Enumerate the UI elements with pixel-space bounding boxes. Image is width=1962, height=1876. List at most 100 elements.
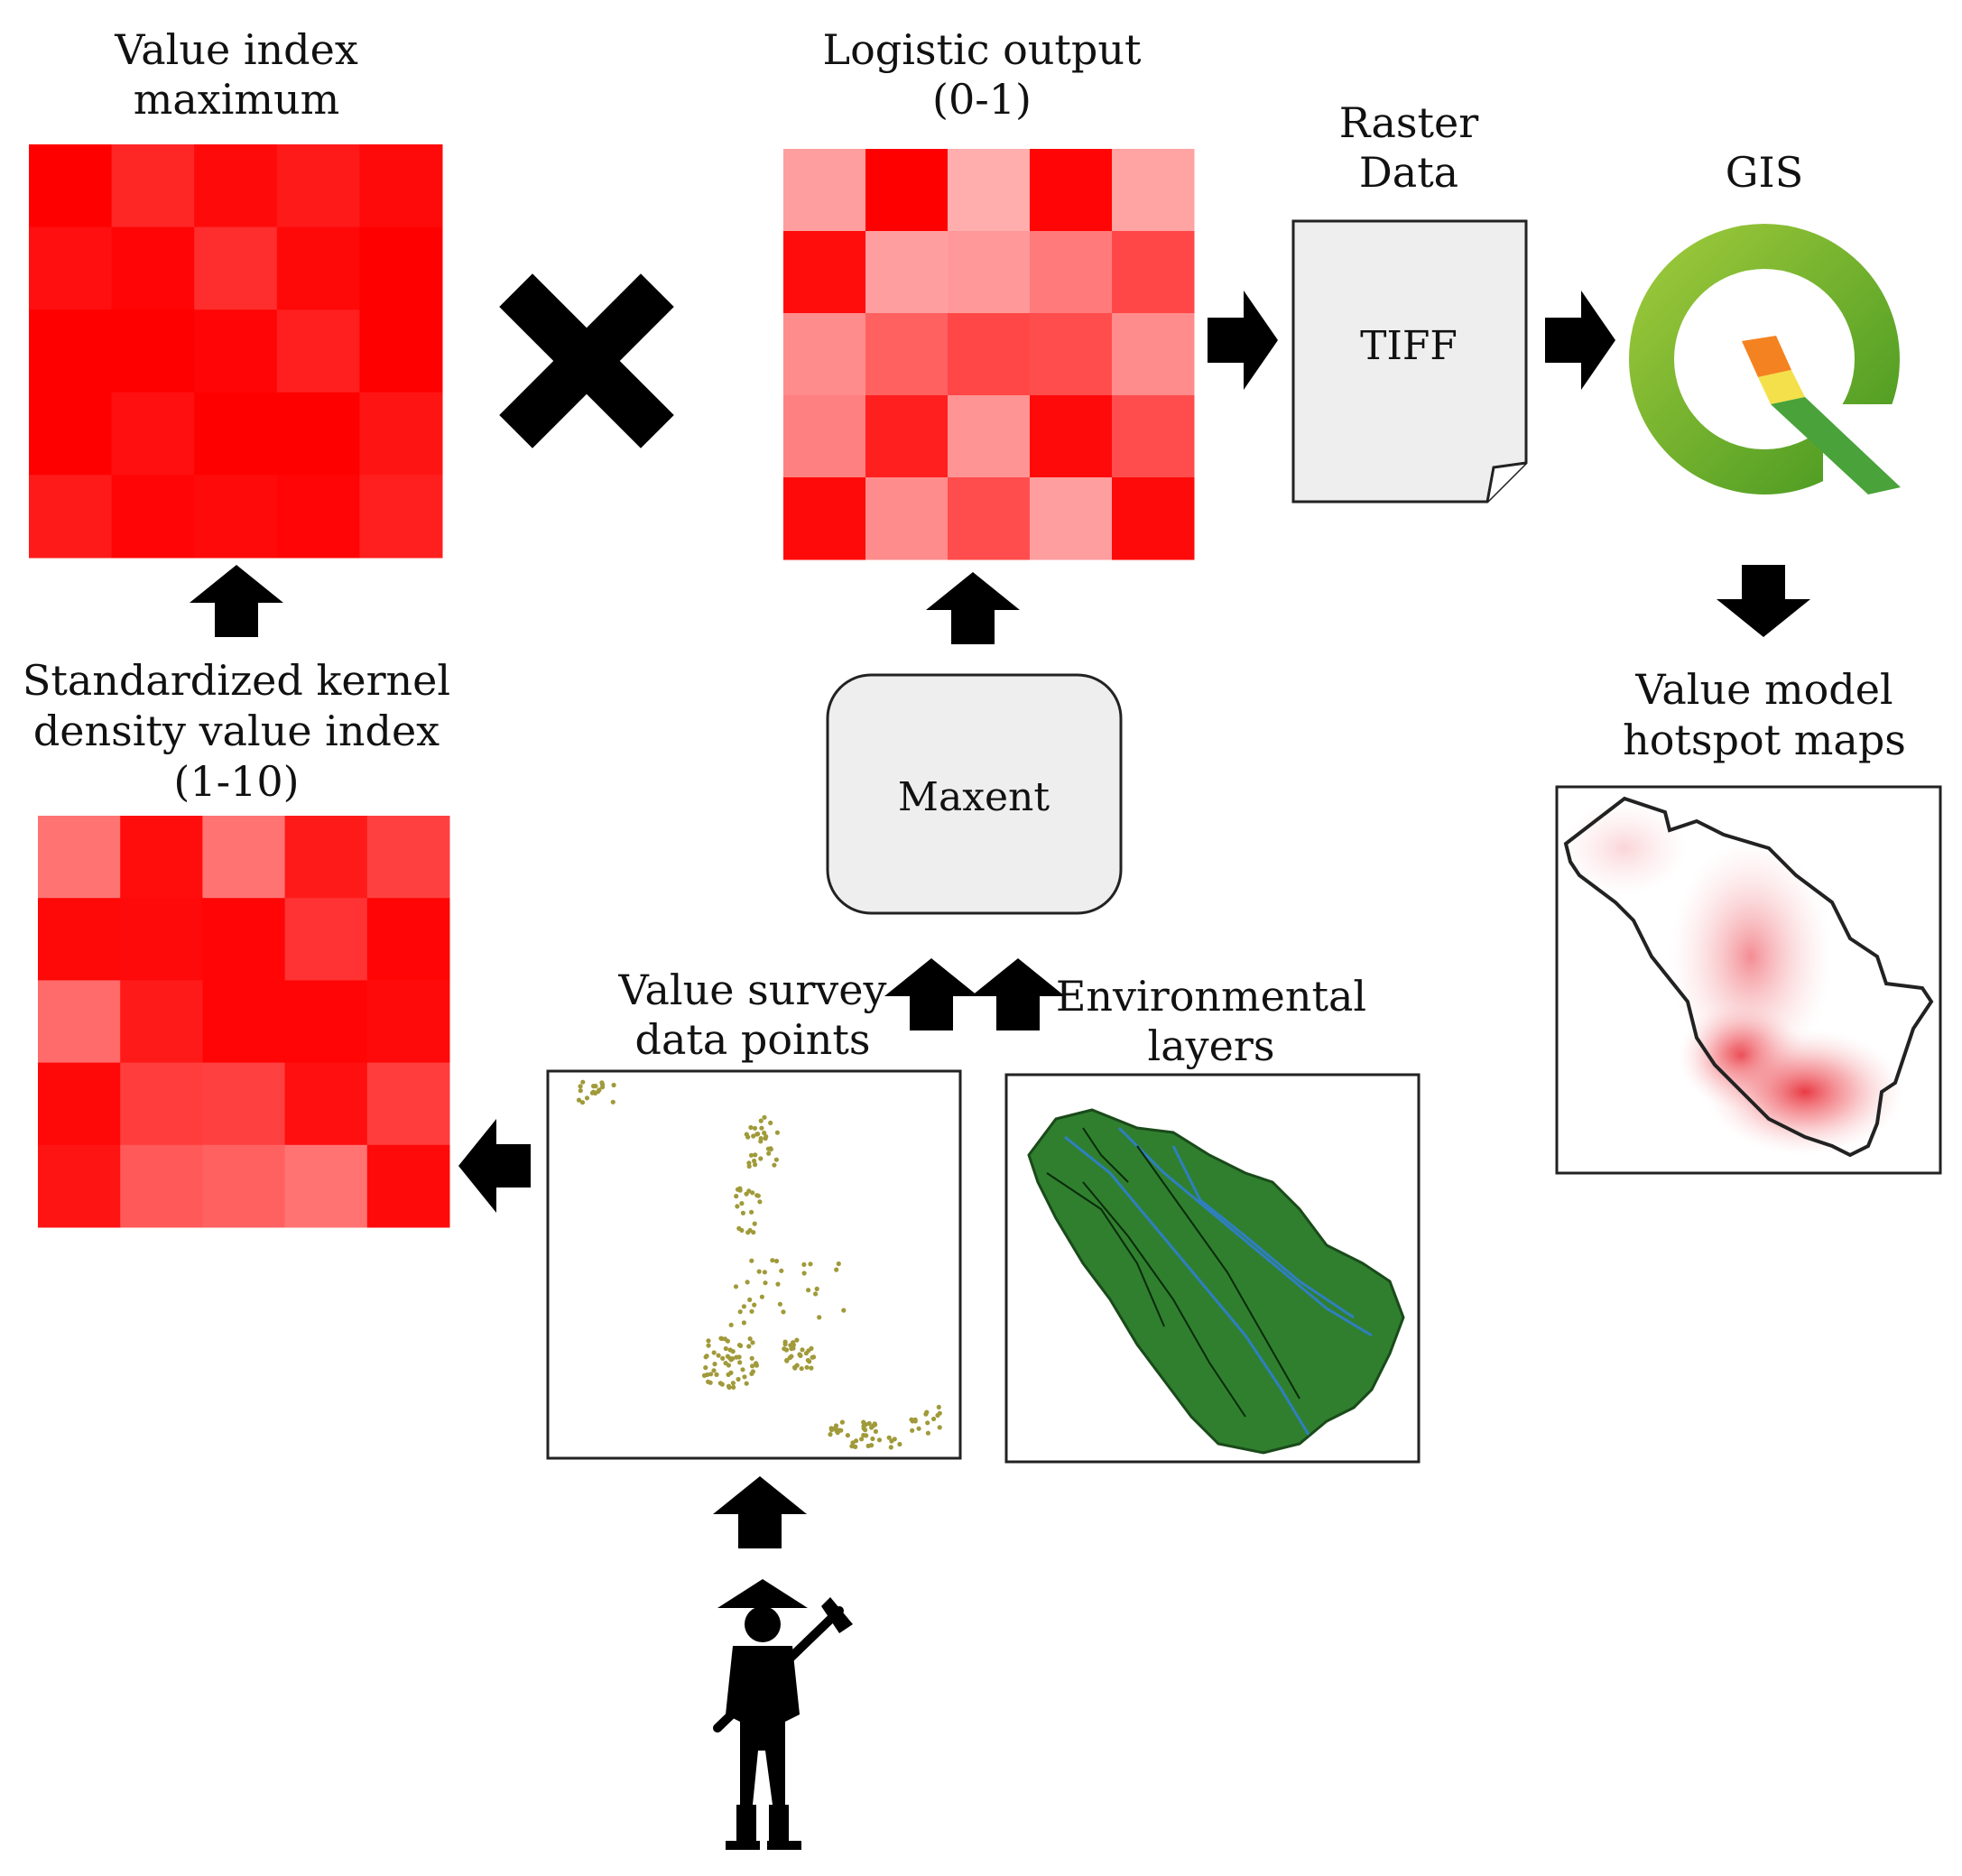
grid-cell [202, 898, 286, 981]
survey-point [752, 1302, 757, 1308]
survey-point [772, 1162, 777, 1168]
survey-point [768, 1120, 773, 1125]
grid-cell [1030, 231, 1113, 314]
survey-point [744, 1132, 749, 1137]
survey-point [839, 1419, 846, 1425]
grid-cell [865, 477, 949, 560]
survey-point [578, 1088, 583, 1094]
arrow-down-icon [1717, 565, 1810, 637]
multiply-icon [499, 273, 674, 448]
tiff-label: TIFF [1360, 323, 1458, 369]
survey-point [808, 1261, 813, 1267]
survey-point [876, 1437, 883, 1443]
survey-point [747, 1227, 753, 1234]
grid-cell [783, 395, 866, 478]
survey-point [759, 1294, 765, 1299]
grid-cell [948, 313, 1031, 396]
grid-cell [948, 231, 1031, 314]
survey-point [739, 1227, 745, 1234]
survey-point [925, 1420, 930, 1426]
survey-point [749, 1371, 754, 1376]
survey-point [870, 1436, 875, 1442]
grid-cell [366, 980, 450, 1064]
grid-cell [111, 226, 195, 310]
label-raster-data-1: Raster [1339, 98, 1478, 147]
survey-points [576, 1079, 942, 1450]
grid-cell [366, 816, 450, 899]
survey-point [737, 1186, 743, 1191]
grid-cell [865, 149, 949, 232]
grid-cell [284, 980, 368, 1064]
grid-cell [202, 816, 286, 899]
grid-cell [1030, 313, 1113, 396]
grid-cell [1030, 477, 1113, 560]
survey-point [730, 1349, 736, 1354]
survey-point [773, 1258, 780, 1264]
label-value-index-maximum-1: Value index [114, 25, 358, 74]
survey-point [753, 1162, 758, 1168]
survey-point [738, 1343, 744, 1348]
survey-point [789, 1354, 794, 1359]
grid-cell [1112, 477, 1195, 560]
survey-point [754, 1361, 759, 1366]
survey-point [835, 1430, 840, 1436]
survey-point [766, 1151, 772, 1156]
grid-cell [359, 392, 443, 476]
survey-point [716, 1353, 721, 1358]
survey-point [841, 1308, 847, 1313]
grid-cell [1030, 395, 1113, 478]
survey-point [756, 1269, 762, 1274]
grid-cell [366, 898, 450, 981]
grid-cell [783, 477, 866, 560]
survey-point [748, 1124, 754, 1131]
grid-cell [284, 898, 368, 981]
grid-cell [38, 816, 121, 899]
survey-point [861, 1426, 866, 1431]
grid-cell [359, 310, 443, 393]
survey-point [910, 1419, 915, 1424]
survey-point [779, 1268, 784, 1273]
survey-point [762, 1114, 767, 1120]
survey-point [728, 1357, 734, 1363]
label-value-index-maximum-2: maximum [134, 75, 340, 124]
survey-point [794, 1337, 800, 1343]
survey-point [706, 1343, 711, 1348]
survey-point [854, 1438, 859, 1444]
survey-point [777, 1301, 783, 1307]
survey-point [717, 1381, 723, 1386]
grid-cell [120, 898, 203, 981]
survey-point [746, 1344, 752, 1349]
survey-point [733, 1284, 739, 1289]
grid-cell [865, 313, 949, 396]
survey-point [873, 1428, 879, 1434]
survey-point [865, 1443, 871, 1448]
grid-cell [865, 395, 949, 478]
grid-cell [276, 310, 360, 393]
survey-point [859, 1437, 865, 1442]
survey-point [861, 1419, 866, 1425]
survey-point [754, 1193, 760, 1198]
survey-point [762, 1270, 768, 1275]
survey-point [814, 1286, 819, 1291]
survey-point [788, 1343, 793, 1348]
tiff-document-icon: TIFF [1291, 219, 1528, 504]
survey-point [811, 1354, 817, 1360]
survey-point [807, 1359, 812, 1364]
survey-point [714, 1372, 719, 1377]
survey-point [800, 1347, 805, 1353]
survey-point [731, 1384, 736, 1390]
survey-point [726, 1384, 732, 1391]
qgis-logo-icon [1629, 224, 1901, 494]
label-logistic-output-1: Logistic output [823, 25, 1142, 74]
grid-cell [865, 231, 949, 314]
grid-cell [948, 149, 1031, 232]
arrow-up-icon [971, 958, 1065, 1030]
label-value-survey-2: data points [635, 1015, 871, 1064]
survey-point [888, 1445, 893, 1450]
survey-point [741, 1304, 747, 1309]
survey-point [758, 1136, 764, 1141]
survey-point [722, 1336, 728, 1342]
survey-point [737, 1309, 743, 1315]
survey-point [774, 1130, 781, 1135]
survey-point [754, 1132, 760, 1137]
